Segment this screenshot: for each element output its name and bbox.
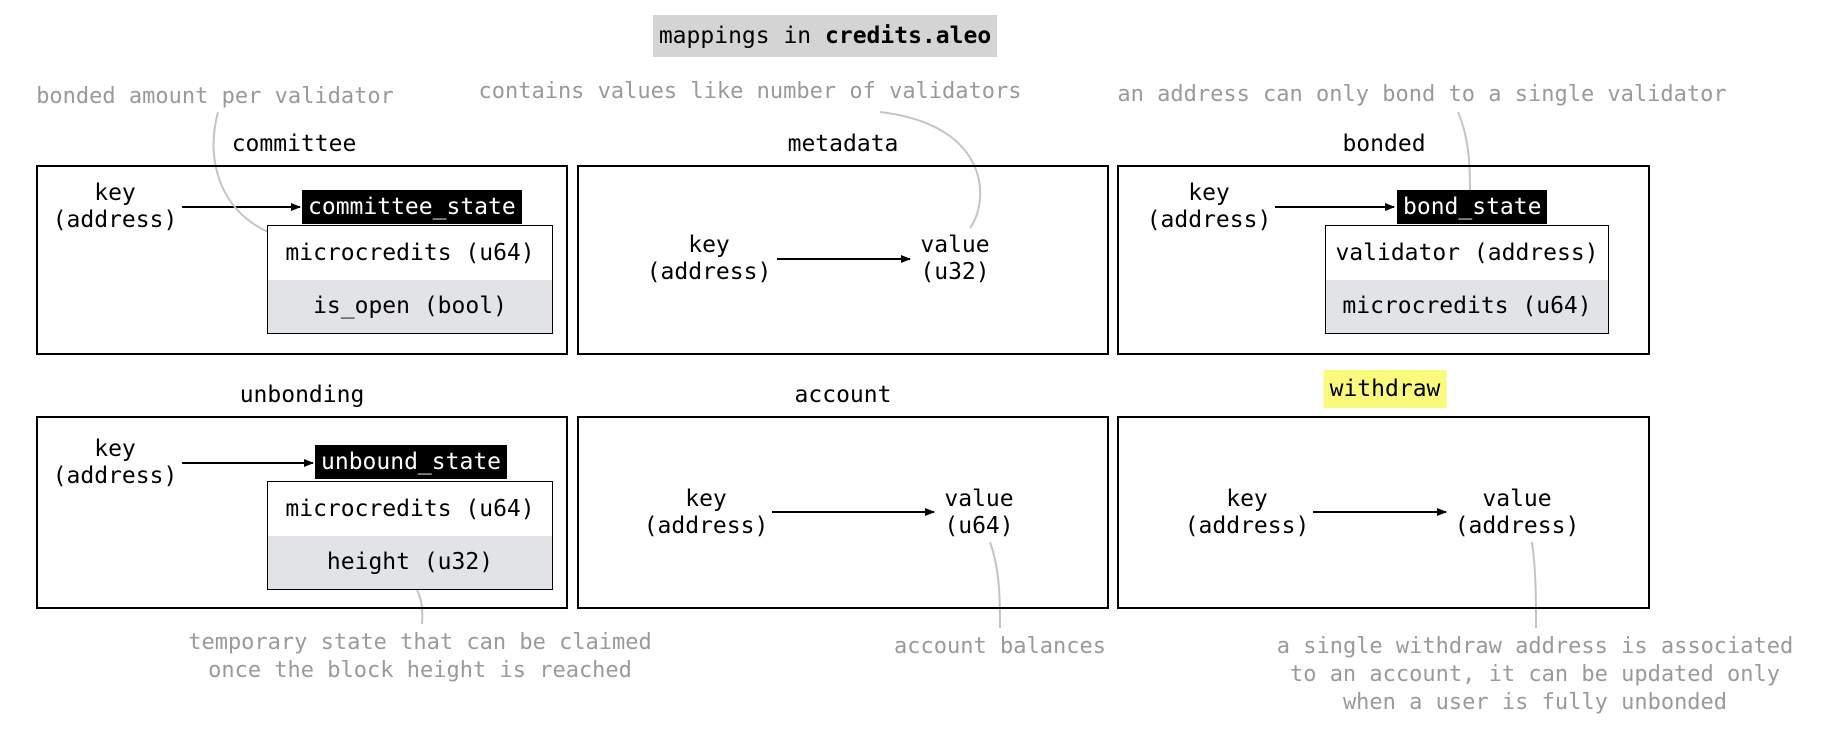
account-key-name: key (685, 486, 727, 512)
account-key: key (address) (640, 486, 772, 540)
diagram-title: mappings in credits.aleo (653, 15, 997, 57)
mapping-box-account (577, 416, 1109, 609)
unbonding-note-line: temporary state that can be claimed (188, 630, 652, 655)
withdraw-note-line: when a user is fully unbonded (1342, 690, 1728, 715)
committee-note-leader (212, 111, 269, 233)
withdraw-value-type: (address) (1454, 513, 1580, 539)
committee-field-row: microcredits (u64) (285, 239, 535, 266)
mapping-box-bonded (1117, 165, 1650, 355)
committee-key-name: key (94, 180, 136, 206)
unbonding-key-type: (address) (52, 463, 178, 489)
metadata-note: contains values like number of validator… (478, 79, 1022, 104)
unbonding-note-line: once the block height is reached (208, 658, 632, 683)
committee-field-row: is_open (bool) (268, 279, 552, 333)
account-note-leader (989, 541, 1001, 629)
mapping-box-metadata (577, 165, 1109, 355)
unbonding-struct: microcredits (u64) height (u32) (267, 481, 553, 590)
mapping-label-bonded: bonded (1342, 131, 1426, 157)
committee-struct-name: committee_state (302, 190, 522, 224)
account-note: account balances (894, 634, 1106, 659)
metadata-key-type: (address) (646, 259, 772, 285)
metadata-value-name: value (920, 232, 990, 258)
unbonding-key: key (address) (50, 436, 180, 490)
bonded-field-row: microcredits (u64) (1326, 279, 1608, 333)
metadata-value: value (u32) (912, 232, 998, 286)
withdraw-note-leader (1531, 541, 1537, 629)
committee-key: key (address) (50, 180, 180, 234)
bonded-key: key (address) (1142, 180, 1276, 234)
bonded-note: an address can only bond to a single val… (1117, 82, 1727, 107)
account-value-type: (u64) (944, 513, 1014, 539)
bonded-struct: validator (address) microcredits (u64) (1325, 225, 1609, 334)
account-value: value (u64) (936, 486, 1022, 540)
title-prefix: mappings in (658, 22, 825, 49)
title-contract-name: credits.aleo (825, 22, 992, 49)
mapping-label-metadata: metadata (787, 131, 899, 157)
mapping-label-withdraw: withdraw (1323, 370, 1447, 408)
mapping-box-committee (36, 165, 568, 355)
mapping-box-unbonding (36, 416, 568, 609)
withdraw-note-line: to an account, it can be updated only (1289, 662, 1781, 687)
metadata-key-name: key (688, 232, 730, 258)
unbonding-key-name: key (94, 436, 136, 462)
withdraw-key-type: (address) (1184, 513, 1310, 539)
withdraw-note-line: a single withdraw address is associated (1276, 634, 1794, 659)
metadata-key: key (address) (642, 232, 776, 286)
bonded-field-row: validator (address) (1335, 239, 1599, 266)
bonded-struct-name: bond_state (1397, 190, 1548, 224)
withdraw-value: value (address) (1450, 486, 1584, 540)
withdraw-key: key (address) (1180, 486, 1314, 540)
committee-struct: microcredits (u64) is_open (bool) (267, 225, 553, 334)
bonded-note-leader (1457, 111, 1471, 191)
account-key-type: (address) (643, 513, 769, 539)
withdraw-note: a single withdraw address is associated … (1250, 633, 1820, 717)
unbonding-field-row: microcredits (u64) (285, 495, 535, 522)
unbonding-note-leader (416, 589, 424, 625)
committee-note: bonded amount per validator (36, 84, 394, 109)
mapping-label-unbonding: unbonding (239, 382, 365, 408)
unbonding-field-row: height (u32) (268, 535, 552, 589)
bonded-key-name: key (1188, 180, 1230, 206)
metadata-value-type: (u32) (920, 259, 990, 285)
unbonding-struct-name: unbound_state (315, 445, 508, 479)
bonded-key-type: (address) (1146, 207, 1272, 233)
mapping-label-committee: committee (231, 131, 357, 157)
mapping-label-account: account (794, 382, 892, 408)
account-value-name: value (944, 486, 1014, 512)
committee-key-type: (address) (52, 207, 178, 233)
mapping-box-withdraw (1117, 416, 1650, 609)
metadata-note-leader (879, 111, 982, 229)
withdraw-key-name: key (1226, 486, 1268, 512)
withdraw-value-name: value (1482, 486, 1552, 512)
withdraw-label-highlight: withdraw (1323, 370, 1447, 408)
unbonding-note: temporary state that can be claimed once… (160, 629, 680, 685)
